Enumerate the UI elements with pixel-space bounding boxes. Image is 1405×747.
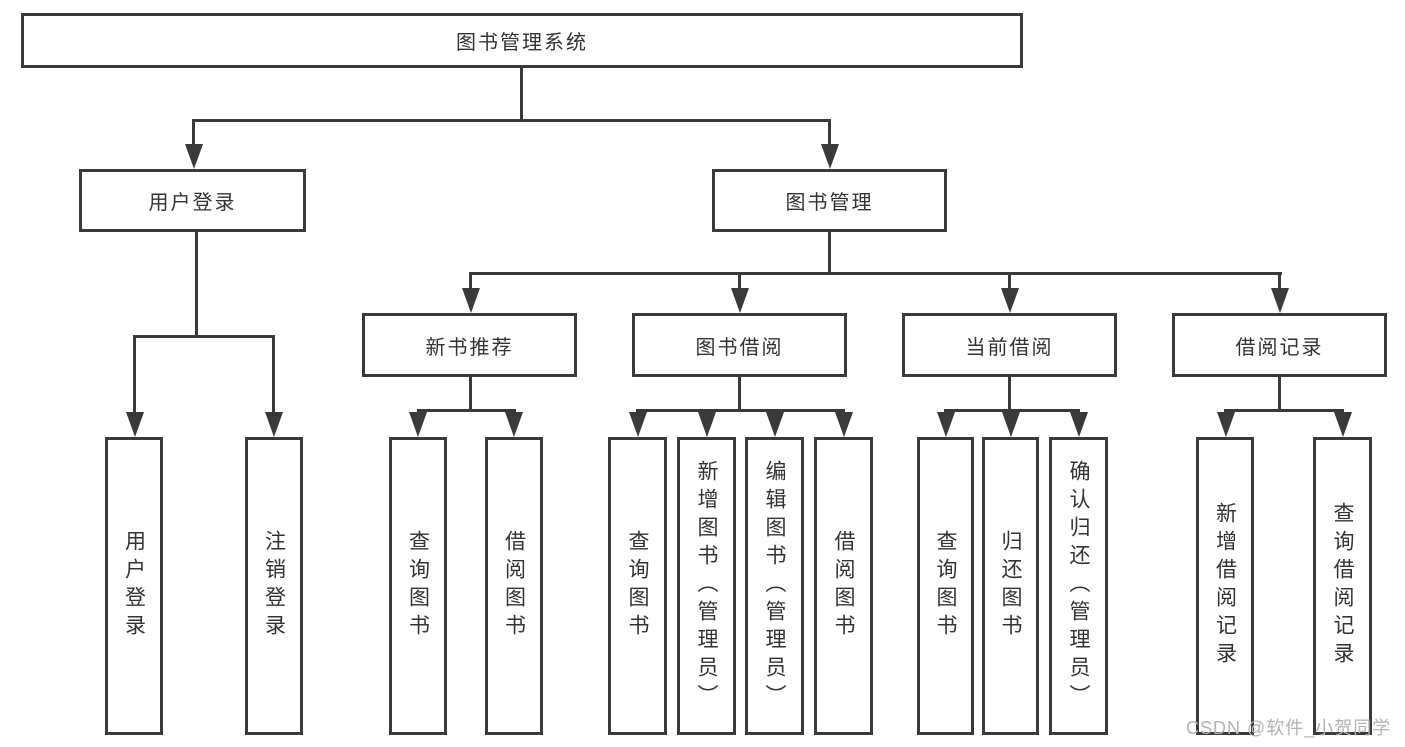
connector-line bbox=[195, 232, 198, 337]
watermark: CSDN @软件_小贺同学 bbox=[1186, 718, 1392, 738]
connector-line bbox=[417, 409, 516, 412]
node-user-login-group: 用户登录 bbox=[79, 169, 306, 232]
arrowhead-down-icon bbox=[936, 412, 955, 437]
node-label: 注销登录 bbox=[262, 530, 286, 642]
connector-line bbox=[738, 272, 741, 290]
connector-line bbox=[133, 335, 136, 413]
node-label: 新增图书（管理员） bbox=[695, 460, 718, 712]
node-label: 查询图书 bbox=[626, 530, 649, 642]
arrowhead-down-icon bbox=[730, 288, 749, 313]
node-leaf-user-login: 用户登录 bbox=[105, 437, 163, 735]
arrowhead-down-icon bbox=[125, 412, 144, 437]
connector-line bbox=[1278, 377, 1281, 411]
node-label: 用户登录 bbox=[122, 530, 146, 642]
node-label: 当前借阅 bbox=[965, 336, 1054, 359]
node-label: 确认归还（管理员） bbox=[1067, 460, 1090, 712]
node-leaf-confirm-return-admin: 确认归还（管理员） bbox=[1049, 437, 1108, 735]
node-label: 新书推荐 bbox=[425, 336, 514, 359]
node-label: 图书管理 bbox=[785, 192, 874, 214]
arrowhead-down-icon bbox=[1001, 412, 1020, 437]
node-label: 图书管理系统 bbox=[456, 32, 588, 54]
node-leaf-logout: 注销登录 bbox=[245, 437, 303, 735]
connector-line bbox=[1278, 272, 1281, 290]
connector-line bbox=[520, 68, 523, 122]
arrowhead-down-icon bbox=[1069, 412, 1088, 437]
connector-line bbox=[469, 377, 472, 411]
connector-line bbox=[828, 232, 831, 274]
arrowhead-down-icon bbox=[409, 412, 427, 437]
connector-line bbox=[738, 377, 741, 411]
connector-line bbox=[636, 409, 845, 412]
arrowhead-down-icon bbox=[461, 288, 480, 313]
connector-line bbox=[192, 119, 195, 146]
connector-line bbox=[828, 119, 831, 146]
node-label: 用户登录 bbox=[148, 192, 237, 214]
arrowhead-down-icon bbox=[1270, 288, 1289, 313]
node-label: 借阅记录 bbox=[1235, 336, 1324, 359]
node-leaf-query-book-current: 查询图书 bbox=[917, 437, 974, 735]
connector-line bbox=[133, 335, 275, 338]
arrowhead-down-icon bbox=[1333, 412, 1352, 437]
node-label: 编辑图书（管理员） bbox=[763, 460, 786, 712]
connector-line bbox=[192, 119, 831, 122]
node-borrowing-records: 借阅记录 bbox=[1172, 313, 1387, 377]
connector-line bbox=[469, 272, 1282, 275]
node-leaf-return-book: 归还图书 bbox=[982, 437, 1039, 735]
node-leaf-add-book-admin: 新增图书（管理员） bbox=[677, 437, 736, 735]
connector-line bbox=[1008, 377, 1011, 411]
arrowhead-down-icon bbox=[628, 412, 647, 437]
node-leaf-add-borrow-record: 新增借阅记录 bbox=[1196, 437, 1254, 735]
connector-line bbox=[469, 272, 472, 290]
node-label: 归还图书 bbox=[999, 530, 1022, 642]
arrowhead-down-icon bbox=[1216, 412, 1235, 437]
node-label: 查询图书 bbox=[934, 530, 957, 642]
connector-line bbox=[272, 335, 275, 413]
node-label: 图书借阅 bbox=[695, 336, 784, 359]
node-leaf-borrow-book: 借阅图书 bbox=[814, 437, 873, 735]
node-current-borrowing: 当前借阅 bbox=[902, 313, 1117, 377]
node-root: 图书管理系统 bbox=[21, 13, 1023, 68]
connector-line bbox=[944, 409, 1080, 412]
node-label: 查询借阅记录 bbox=[1331, 502, 1354, 670]
node-label: 查询图书 bbox=[406, 530, 430, 642]
node-leaf-query-book: 查询图书 bbox=[608, 437, 667, 735]
arrowhead-down-icon bbox=[1000, 288, 1019, 313]
node-leaf-query-borrow-record: 查询借阅记录 bbox=[1313, 437, 1372, 735]
node-label: 借阅图书 bbox=[832, 530, 855, 642]
connector-line bbox=[1224, 409, 1344, 412]
node-new-book-recommend: 新书推荐 bbox=[362, 313, 577, 377]
arrowhead-down-icon bbox=[820, 144, 839, 169]
node-label: 借阅图书 bbox=[502, 530, 526, 642]
connector-line bbox=[1008, 272, 1011, 290]
node-leaf-edit-book-admin: 编辑图书（管理员） bbox=[745, 437, 804, 735]
node-book-management: 图书管理 bbox=[712, 169, 947, 232]
node-label: 新增借阅记录 bbox=[1213, 502, 1237, 670]
node-leaf-borrow-book-rec: 借阅图书 bbox=[485, 437, 543, 735]
arrowhead-down-icon bbox=[264, 412, 283, 437]
arrowhead-down-icon bbox=[765, 412, 784, 437]
arrowhead-down-icon bbox=[697, 412, 716, 437]
arrowhead-down-icon bbox=[184, 144, 203, 169]
node-leaf-query-book-rec: 查询图书 bbox=[389, 437, 447, 735]
arrowhead-down-icon bbox=[505, 412, 523, 437]
arrowhead-down-icon bbox=[834, 412, 853, 437]
node-book-borrowing: 图书借阅 bbox=[632, 313, 847, 377]
